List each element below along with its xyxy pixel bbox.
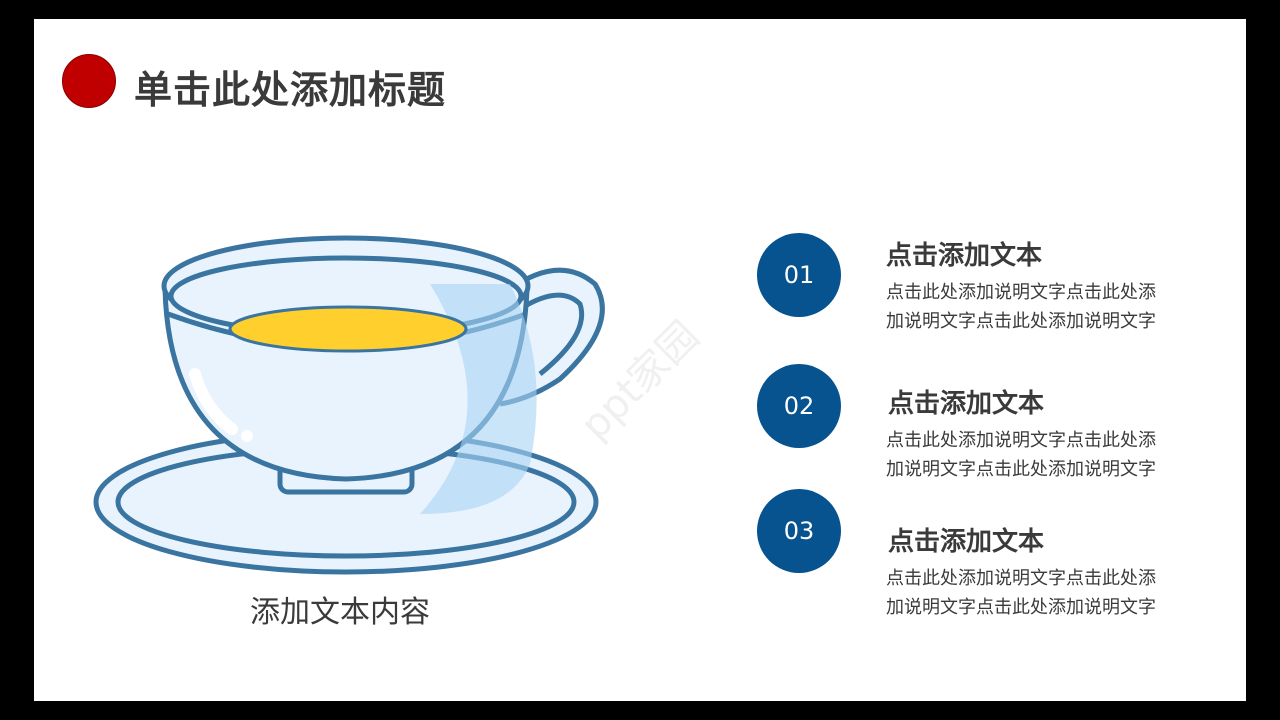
item-title-02[interactable]: 点击添加文本 — [888, 389, 1045, 419]
title-bullet-dot — [62, 54, 116, 108]
cup-caption[interactable]: 添加文本内容 — [250, 595, 430, 630]
item-desc-03[interactable]: 点击此处添加说明文字点击此处添加说明文字点击此处添加说明文字 — [886, 568, 1156, 618]
slide-title[interactable]: 单击此处添加标题 — [134, 68, 447, 112]
item-title-03[interactable]: 点击添加文本 — [888, 527, 1045, 557]
item-desc-02[interactable]: 点击此处添加说明文字点击此处添加说明文字点击此处添加说明文字 — [886, 430, 1156, 480]
number-circle-02: 02 — [757, 364, 841, 448]
item-title-01[interactable]: 点击添加文本 — [886, 241, 1043, 271]
teacup-illustration — [93, 235, 605, 575]
tea — [228, 305, 468, 353]
number-circle-03: 03 — [757, 489, 841, 573]
slide: 单击此处添加标题 ppt家园 添加文本内容 01 点击添加文本 点击此处添加说明… — [34, 19, 1246, 701]
number-circle-01: 01 — [757, 233, 841, 317]
item-desc-01[interactable]: 点击此处添加说明文字点击此处添加说明文字点击此处添加说明文字 — [886, 282, 1156, 332]
